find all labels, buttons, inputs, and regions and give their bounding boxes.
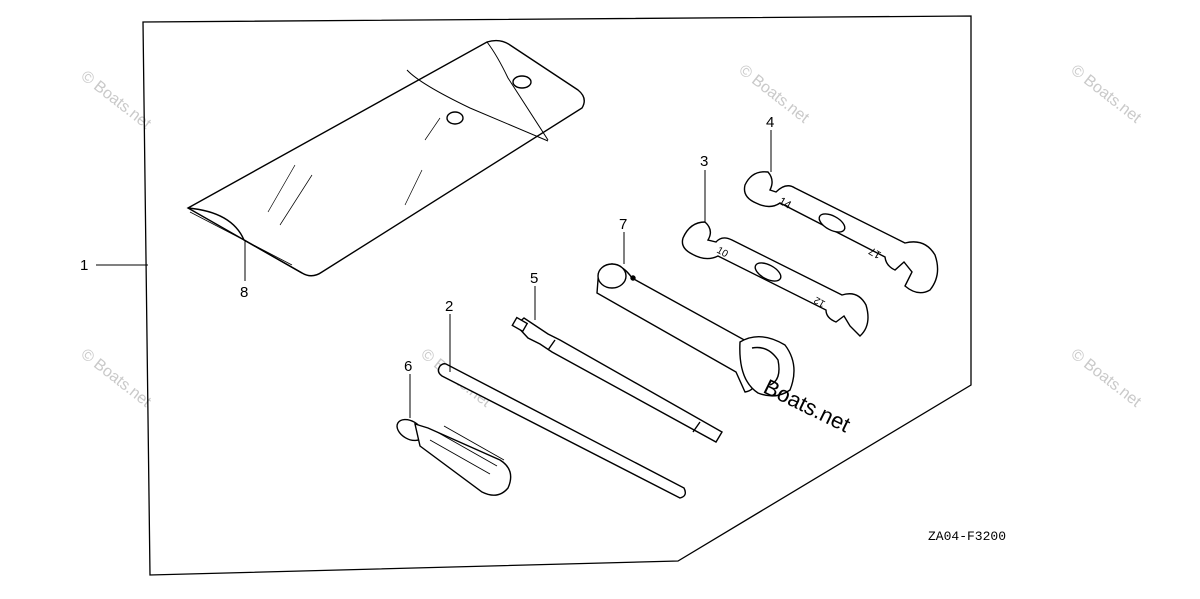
callout-5: 5 xyxy=(530,270,538,287)
wrench-14-17: 14 17 xyxy=(743,171,939,294)
callout-1: 1 xyxy=(80,257,88,274)
wrench-3-mark-small: 10 xyxy=(715,245,731,260)
tool-bag xyxy=(186,39,585,277)
diagram-code: ZA04-F3200 xyxy=(928,529,1006,544)
callout-8: 8 xyxy=(240,284,248,301)
watermark-far-right-top: © Boats.net xyxy=(1068,62,1145,127)
watermark-far-right-bottom: © Boats.net xyxy=(1068,346,1145,411)
extension-rod xyxy=(437,363,687,499)
watermark-bottom-left: © Boats.net xyxy=(78,346,155,411)
callout-7: 7 xyxy=(619,216,627,233)
assembly-frame xyxy=(142,15,972,576)
callouts: 1 2 3 4 5 6 7 8 xyxy=(80,114,774,375)
callout-6: 6 xyxy=(404,358,412,375)
wrench-4-mark-small: 14 xyxy=(777,195,794,212)
leader-lines xyxy=(96,130,772,418)
wrench-10-12: 10 12 xyxy=(681,221,869,337)
spark-plug-wrench xyxy=(596,263,795,397)
wrench-4-mark-large: 17 xyxy=(867,244,884,261)
callout-3: 3 xyxy=(700,153,708,170)
wrench-3-mark-large: 12 xyxy=(812,294,828,309)
watermark-top-left: © Boats.net xyxy=(78,68,155,133)
center-watermark: Boats.net xyxy=(760,374,855,437)
callout-4: 4 xyxy=(766,114,774,131)
screwdriver-handle xyxy=(396,418,512,496)
screwdriver-blade xyxy=(511,316,723,443)
callout-2: 2 xyxy=(445,298,453,315)
